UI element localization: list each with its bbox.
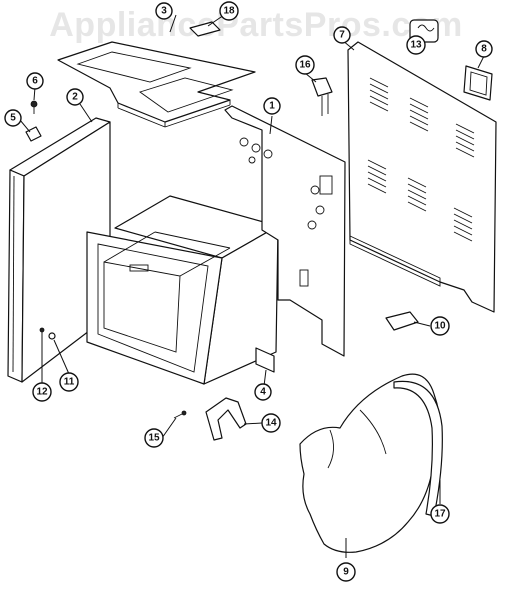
bracket-4-part <box>255 347 275 373</box>
bracket-18-part <box>189 21 221 37</box>
clip-5-part <box>25 126 42 142</box>
bracket-10-part <box>385 311 419 331</box>
callout-16: 16 <box>295 55 315 75</box>
callout-15: 15 <box>144 428 164 448</box>
screw-15-part <box>173 410 187 419</box>
callout-label-4: 4 <box>260 387 266 398</box>
callout-label-9: 9 <box>343 567 349 578</box>
callout-18: 18 <box>219 1 239 21</box>
callout-17: 17 <box>430 504 450 524</box>
callout-label-3: 3 <box>161 6 167 17</box>
callout-5: 5 <box>4 109 22 127</box>
top-cover-part <box>57 41 256 128</box>
callout-label-15: 15 <box>148 433 160 444</box>
callout-label-7: 7 <box>339 30 345 41</box>
callout-label-13: 13 <box>410 40 422 51</box>
callout-8: 8 <box>475 40 493 58</box>
fastener-11-part <box>48 332 56 340</box>
watermark: AppliancePartsPros.com <box>49 6 463 44</box>
callout-14: 14 <box>261 413 281 433</box>
bracket-8-part <box>463 65 493 101</box>
callout-12: 12 <box>32 382 52 402</box>
callout-label-16: 16 <box>299 60 311 71</box>
callout-label-12: 12 <box>36 387 48 398</box>
callout-label-17: 17 <box>434 509 446 520</box>
rear-frame-part <box>224 105 346 357</box>
back-panel-part <box>347 41 497 313</box>
callout-label-2: 2 <box>72 92 78 103</box>
seal-strip-17-part <box>393 380 443 517</box>
callout-4: 4 <box>254 383 272 401</box>
hinge-14-part <box>205 397 247 441</box>
callout-label-18: 18 <box>223 6 235 17</box>
callout-label-11: 11 <box>64 377 75 388</box>
callout-1: 1 <box>263 97 281 115</box>
insulation-9-part <box>299 373 442 553</box>
callout-label-6: 6 <box>32 76 38 87</box>
callout-10: 10 <box>430 316 450 336</box>
callout-label-14: 14 <box>265 418 277 429</box>
callout-13: 13 <box>406 35 426 55</box>
callout-label-1: 1 <box>269 101 275 112</box>
leader-lines <box>19 14 485 558</box>
callout-2: 2 <box>66 88 84 106</box>
fastener-12-part <box>39 327 45 333</box>
screw-6-part <box>30 100 38 114</box>
callout-label-8: 8 <box>481 44 487 55</box>
callout-9: 9 <box>336 562 356 582</box>
callout-3: 3 <box>155 2 173 20</box>
callout-6: 6 <box>26 72 44 90</box>
callout-label-10: 10 <box>434 321 446 332</box>
callout-label-5: 5 <box>10 113 16 124</box>
callout-7: 7 <box>333 26 351 44</box>
terminal-16-part <box>311 77 333 116</box>
oven-cavity-part <box>86 195 279 385</box>
callout-11: 11 <box>59 372 79 392</box>
